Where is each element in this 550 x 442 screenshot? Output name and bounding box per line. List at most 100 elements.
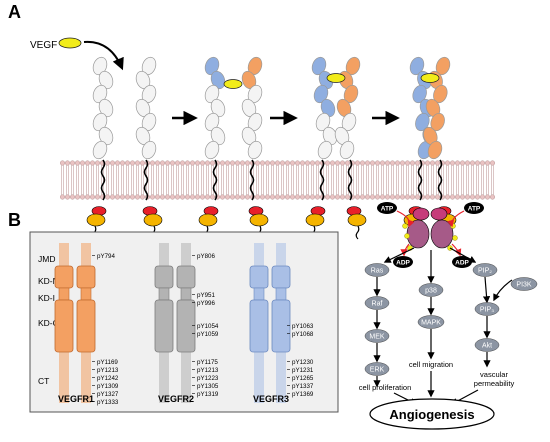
adp-arrow-left <box>400 243 410 257</box>
site-label: pY1169 <box>97 359 118 366</box>
site-label: pY1175 <box>197 359 218 366</box>
site-label: pY794 <box>97 253 115 260</box>
cell-membrane <box>60 160 495 200</box>
site-label: pY1213 <box>97 367 119 374</box>
site-label: pY1305 <box>197 383 219 390</box>
ig-domain <box>92 112 108 132</box>
ig-domain <box>204 140 220 160</box>
kd-n-block <box>76 265 96 289</box>
transmembrane-helix <box>319 159 325 201</box>
site-label: pY1242 <box>97 375 119 382</box>
ig-domain <box>415 112 430 132</box>
kd-i-block <box>58 287 70 301</box>
receptor-name-vegfr1: VEGFR1 <box>58 394 94 404</box>
kd-c-block <box>76 299 96 353</box>
domain-label-kd-i: KD-I <box>38 293 55 303</box>
ig-domain <box>204 84 220 104</box>
site-label: pY1333 <box>97 399 119 406</box>
panel-b-label: B <box>8 210 21 230</box>
site-label: pY1230 <box>292 359 314 366</box>
arrow-to-ras <box>383 247 415 263</box>
atp-right-oval <box>464 202 484 214</box>
adp-left-oval <box>393 256 413 268</box>
receptor-vegfr3-chain-1 <box>249 243 269 403</box>
dimer-n-lobe-left <box>412 207 430 221</box>
mapk-node <box>417 315 445 329</box>
ig-domain <box>313 84 329 104</box>
angiogenesis-label: Angiogenesis <box>389 407 474 422</box>
mapk-label: MAPK <box>421 320 441 327</box>
transmembrane-helix <box>417 159 423 201</box>
site-label: pY1068 <box>292 331 314 338</box>
ig-domain <box>92 140 108 160</box>
receptor-name-vegfr2: VEGFR2 <box>158 394 194 404</box>
transmembrane-helix <box>347 159 353 201</box>
dimer-n-lobe-right <box>430 207 448 221</box>
receptor-vegfr1-chain-1 <box>54 243 74 403</box>
kd-i-block <box>253 287 265 301</box>
mek-node <box>364 329 390 343</box>
ig-domain <box>339 140 355 160</box>
site-label: pY1327 <box>97 391 119 398</box>
site-label: pY951 <box>197 292 215 299</box>
ig-domain <box>98 98 114 118</box>
site-label: pY1319 <box>197 391 219 398</box>
site-label: pY1063 <box>292 323 314 330</box>
kd-n-block <box>249 265 269 289</box>
receptor-name-vegfr3: VEGFR3 <box>253 394 289 404</box>
arrow-pip2-pip3 <box>482 276 491 304</box>
transmembrane-helix <box>437 159 443 201</box>
site-label: pY1213 <box>197 367 219 374</box>
phospho-site <box>402 223 408 229</box>
kd-i-block <box>275 287 287 301</box>
ig-domain <box>412 84 427 104</box>
domain-label-kd-c: KD-C <box>38 318 59 328</box>
kd-c-block <box>176 299 196 353</box>
kd-i-block <box>158 287 170 301</box>
ig-domain <box>317 140 333 160</box>
site-label: pY1265 <box>292 375 314 382</box>
site-label: pY1059 <box>197 331 219 338</box>
ig-domain <box>315 112 331 132</box>
receptor-vegfr3-chain-2 <box>271 243 291 403</box>
site-label: pY1223 <box>197 375 219 382</box>
receptor-pair-vegf-bound <box>198 56 269 240</box>
kd-i-block <box>80 287 92 301</box>
pip2-label: PIP₂ <box>478 268 492 275</box>
ig-domain <box>98 126 114 146</box>
dimer-c-lobe-left <box>406 219 430 249</box>
ras-node <box>364 263 390 277</box>
erk-label: ERK <box>370 367 385 374</box>
kd-c-block <box>54 299 74 353</box>
kd-i-block <box>180 287 192 301</box>
outcome-permeability-1: vascular <box>480 370 508 379</box>
receptor-vegfr2-chain-1 <box>154 243 174 403</box>
p38-label: p38 <box>425 288 437 295</box>
kinase-c-lobe <box>249 213 269 227</box>
site-label: pY1054 <box>197 323 219 330</box>
kinase-c-lobe <box>305 213 325 227</box>
c-tail <box>355 225 360 240</box>
domain-label-jmd: JMD <box>38 254 55 264</box>
kd-c-block <box>271 299 291 353</box>
site-label: pY1309 <box>97 383 119 390</box>
adp-left-label: ADP <box>396 260 410 267</box>
pi3k-node <box>510 277 538 291</box>
kd-n-block <box>54 265 74 289</box>
ig-domain <box>210 126 226 146</box>
outcome-permeability-2: permeability <box>474 379 515 388</box>
adp-arrow-right <box>451 243 462 257</box>
pi3k-label: PI3K <box>516 282 532 289</box>
receptor-structures: VEGFR1pY794pY1169pY1213pY1242pY1309pY132… <box>54 243 314 406</box>
site-label: pY996 <box>197 300 215 307</box>
p38-node <box>418 283 444 297</box>
adp-right-label: ADP <box>455 260 469 267</box>
outcome-proliferation: cell proliferation <box>359 383 412 392</box>
kd-c-block <box>249 299 269 353</box>
site-label: pY1231 <box>292 367 314 374</box>
atp-arrow-left <box>396 210 415 228</box>
